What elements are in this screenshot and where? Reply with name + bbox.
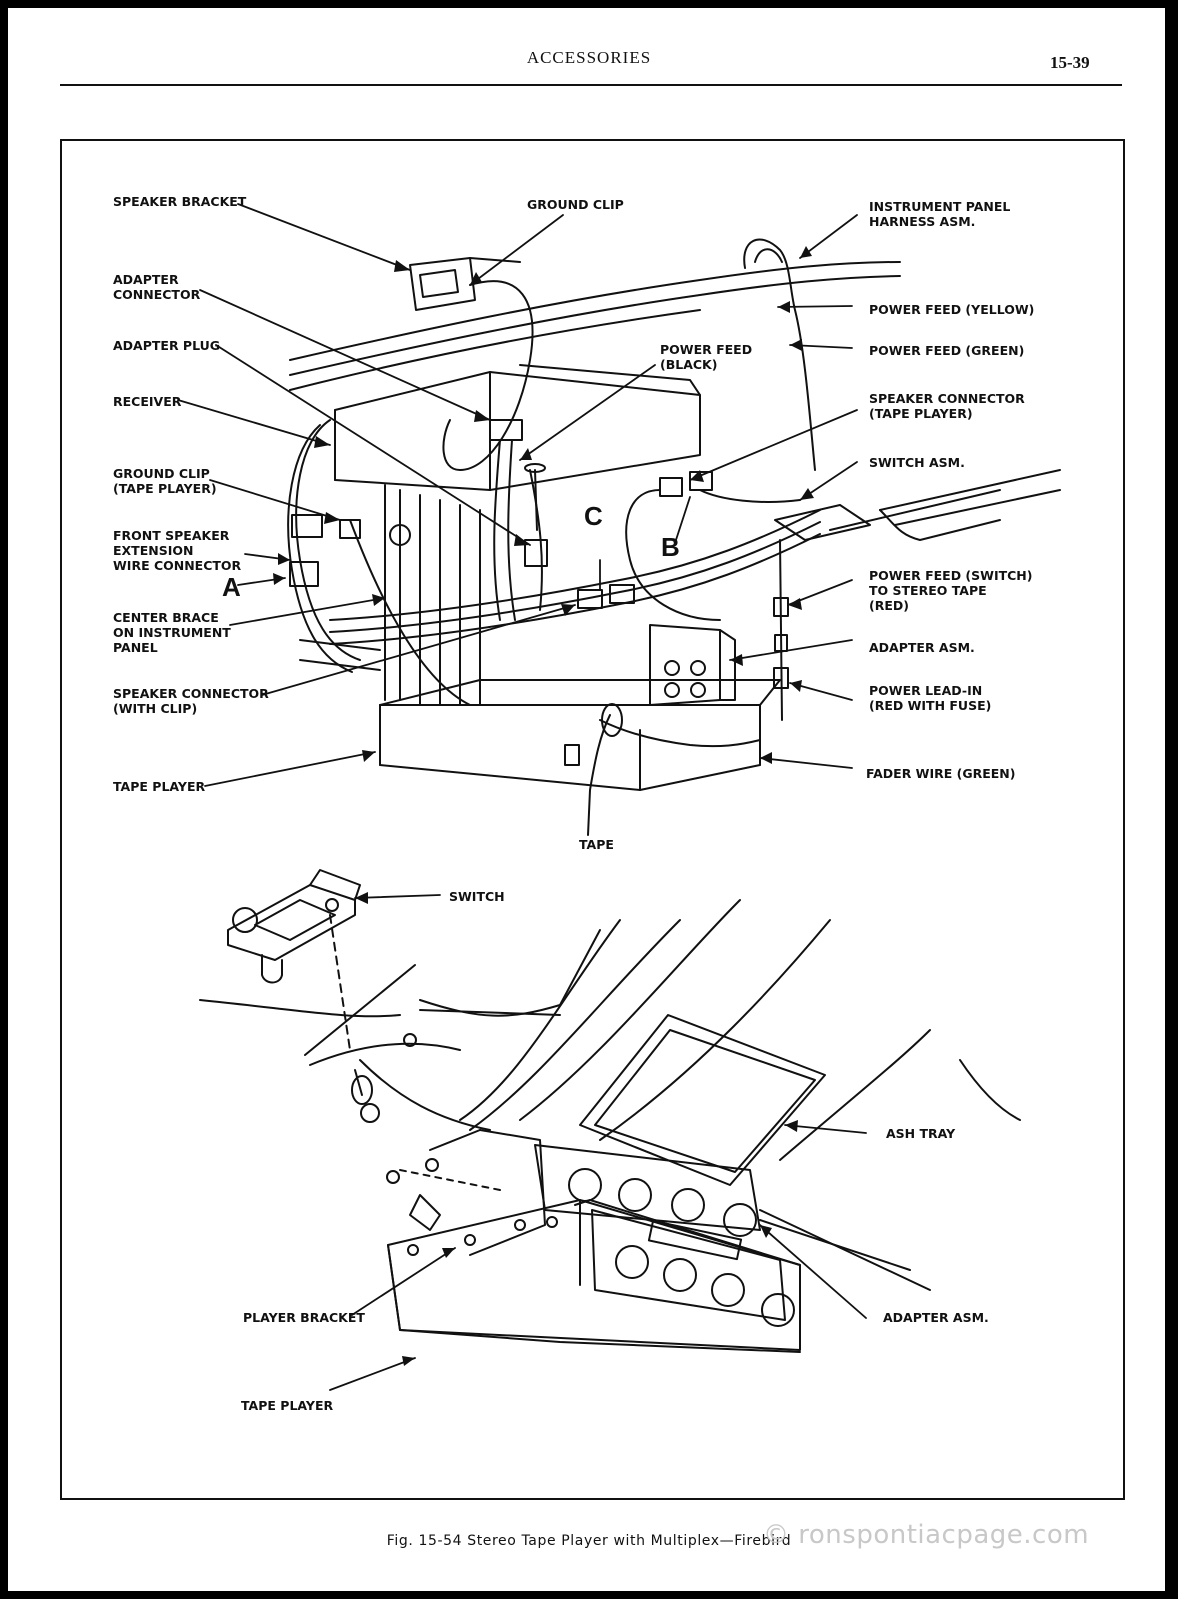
header-rule	[60, 84, 1122, 86]
label-adapter-connector: ADAPTER CONNECTOR	[113, 272, 201, 302]
arrowheads	[273, 246, 814, 1366]
callout-b: B	[661, 532, 680, 562]
label-player-bracket: PLAYER BRACKET	[243, 1310, 365, 1325]
figure-caption: Fig. 15-54 Stereo Tape Player with Multi…	[386, 1533, 792, 1549]
callout-c: C	[584, 501, 603, 531]
upper-assembly-drawing	[287, 238, 1061, 836]
label-speaker-connector-clip: SPEAKER CONNECTOR (WITH CLIP)	[113, 686, 269, 716]
label-adapter-plug: ADAPTER PLUG	[113, 338, 221, 353]
label-tape: TAPE	[579, 837, 614, 852]
manual-page	[8, 8, 1165, 1591]
leader-lines	[177, 203, 867, 1391]
label-front-speaker-extension: FRONT SPEAKER EXTENSION WIRE CONNECTOR	[113, 528, 242, 573]
callout-a: A	[222, 572, 241, 602]
label-power-feed-switch: POWER FEED (SWITCH) TO STEREO TAPE (RED)	[869, 568, 1033, 613]
label-switch: SWITCH	[449, 889, 505, 904]
label-ash-tray: ASH TRAY	[886, 1126, 956, 1141]
label-tape-player-bottom: TAPE PLAYER	[241, 1398, 334, 1413]
label-power-feed-black: POWER FEED (BLACK)	[660, 342, 753, 372]
label-power-feed-green: POWER FEED (GREEN)	[869, 343, 1025, 358]
label-ground-clip: GROUND CLIP	[527, 197, 624, 212]
label-tape-player-top: TAPE PLAYER	[113, 779, 206, 794]
page-number: 15-39	[1050, 53, 1090, 72]
lower-assembly-drawing	[199, 869, 1021, 1353]
label-speaker-connector-tape: SPEAKER CONNECTOR (TAPE PLAYER)	[869, 391, 1025, 421]
label-fader-wire: FADER WIRE (GREEN)	[866, 766, 1016, 781]
label-speaker-bracket: SPEAKER BRACKET	[113, 194, 247, 209]
label-instrument-panel-harness: INSTRUMENT PANEL HARNESS ASM.	[869, 199, 1011, 229]
section-title: ACCESSORIES	[526, 48, 652, 67]
label-power-lead-in: POWER LEAD-IN (RED WITH FUSE)	[869, 683, 992, 713]
watermark: © ronspontiacpage.com	[763, 1520, 1090, 1550]
label-power-feed-yellow: POWER FEED (YELLOW)	[869, 302, 1035, 317]
label-adapter-asm-bottom: ADAPTER ASM.	[883, 1310, 989, 1325]
label-center-brace: CENTER BRACE ON INSTRUMENT PANEL	[113, 610, 231, 655]
label-switch-asm: SWITCH ASM.	[869, 455, 965, 470]
label-ground-clip-tape: GROUND CLIP (TAPE PLAYER)	[113, 466, 217, 496]
label-receiver: RECEIVER	[113, 394, 182, 409]
label-adapter-asm-top: ADAPTER ASM.	[869, 640, 975, 655]
figure-frame	[60, 139, 1125, 1500]
